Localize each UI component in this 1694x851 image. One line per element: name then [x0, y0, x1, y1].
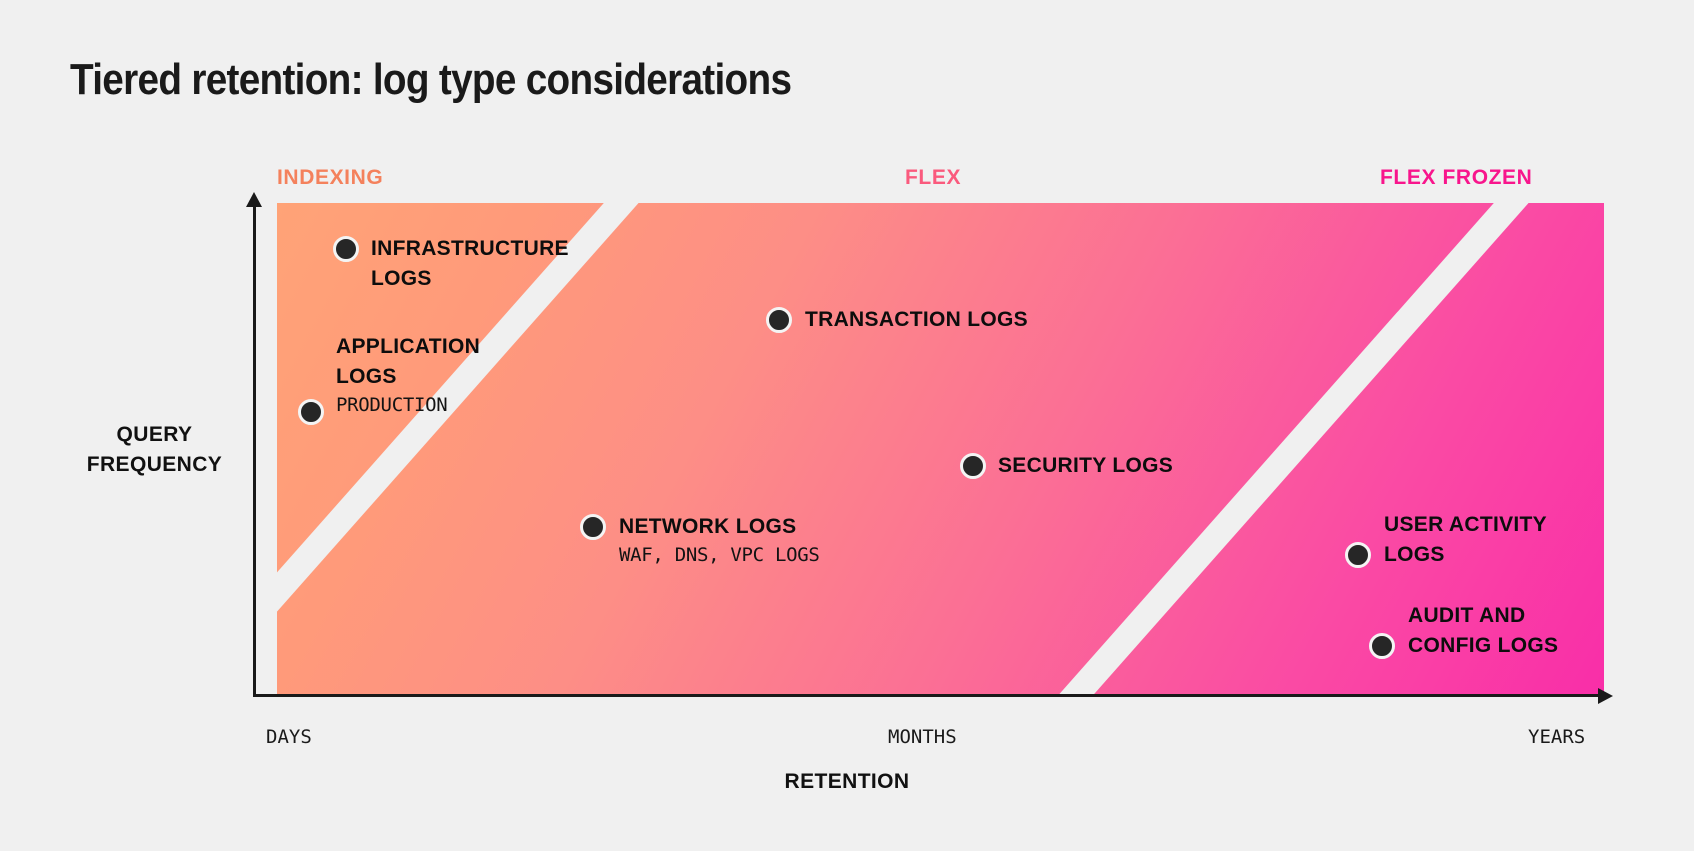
label-line-2: LOGS — [336, 365, 397, 389]
y-axis-line — [253, 205, 256, 697]
label-sublabel: PRODUCTION — [336, 394, 448, 417]
data-point-transaction-logs[interactable] — [766, 307, 792, 333]
data-label-audit-and-config-logs: AUDIT AND CONFIG LOGS — [1408, 601, 1558, 661]
data-label-network-logs: NETWORK LOGS WAF, DNS, VPC LOGS — [619, 512, 820, 570]
x-axis-title: RETENTION — [784, 770, 910, 793]
x-tick-days: DAYS — [266, 726, 312, 748]
y-axis-arrow-icon — [246, 192, 262, 207]
y-axis-title: QUERY FREQUENCY — [86, 423, 223, 476]
tier-label-flex-frozen: FLEX FROZEN — [1380, 166, 1533, 189]
x-axis-arrow-icon — [1598, 688, 1613, 704]
label-line-1: NETWORK LOGS — [619, 515, 797, 538]
data-point-audit-and-config-logs[interactable] — [1369, 633, 1395, 659]
label-sublabel: WAF, DNS, VPC LOGS — [619, 544, 820, 567]
data-point-application-logs[interactable] — [298, 399, 324, 425]
label-line-2: LOGS — [371, 267, 432, 291]
label-line-2: CONFIG LOGS — [1408, 634, 1559, 658]
tier-label-indexing: INDEXING — [277, 166, 384, 189]
data-label-user-activity-logs: USER ACTIVITY LOGS — [1384, 510, 1547, 570]
data-point-security-logs[interactable] — [960, 453, 986, 479]
gradient-panel — [277, 203, 1604, 696]
label-line-1: AUDIT AND — [1408, 604, 1526, 627]
data-point-network-logs[interactable] — [580, 514, 606, 540]
x-tick-months: MONTHS — [888, 726, 957, 748]
data-label-transaction-logs: TRANSACTION LOGS — [805, 305, 1028, 335]
data-label-infrastructure-logs: INFRASTRUCTURE LOGS — [371, 234, 569, 294]
label-line-2: LOGS — [1384, 543, 1445, 567]
data-label-security-logs: SECURITY LOGS — [998, 451, 1173, 481]
label-line-1: SECURITY LOGS — [998, 454, 1174, 477]
x-tick-years: YEARS — [1528, 726, 1586, 748]
chart-plot-area — [277, 203, 1604, 696]
label-line-1: INFRASTRUCTURE — [371, 237, 569, 260]
page-title: Tiered retention: log type consideration… — [70, 55, 792, 104]
label-line-1: TRANSACTION LOGS — [805, 308, 1028, 331]
data-label-application-logs: APPLICATION LOGS PRODUCTION — [336, 332, 480, 420]
data-point-infrastructure-logs[interactable] — [333, 236, 359, 262]
label-line-1: APPLICATION — [336, 335, 481, 358]
x-axis-line — [253, 694, 1601, 697]
label-line-1: USER ACTIVITY — [1384, 513, 1547, 536]
tier-label-flex: FLEX — [905, 166, 962, 189]
data-point-user-activity-logs[interactable] — [1345, 542, 1371, 568]
